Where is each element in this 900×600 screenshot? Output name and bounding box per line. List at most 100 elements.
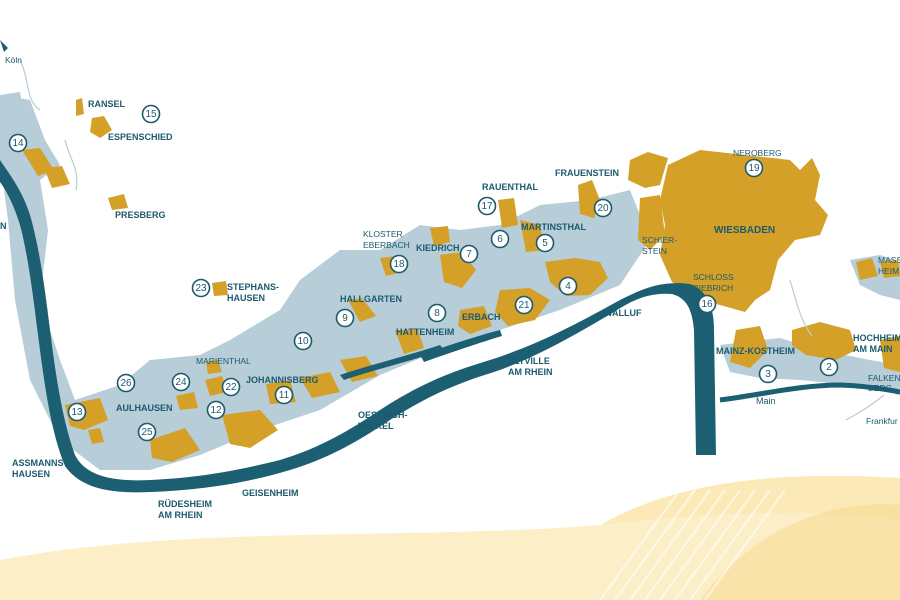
marker-number: 15 (145, 109, 157, 120)
label-frauenstein: FRAUENSTEIN (555, 168, 619, 178)
marker-circle (116, 373, 136, 393)
marker-18: 18 (389, 254, 409, 274)
marker-circle (335, 308, 355, 328)
label-hochheim-1: HOCHHEIM (853, 333, 900, 343)
marker-number: 2 (826, 362, 832, 373)
marker-13: 13 (67, 402, 87, 422)
label-geisenheim: GEISENHEIM (242, 488, 299, 498)
label-frankfurt: Frankfur (866, 416, 898, 426)
marker-number: 12 (210, 405, 222, 416)
marker-circle (137, 422, 157, 442)
label-ransel: RANSEL (88, 99, 126, 109)
marker-25: 25 (137, 422, 157, 442)
label-hallgarten: HALLGARTEN (340, 294, 402, 304)
marker-20: 20 (593, 198, 613, 218)
rivers (0, 40, 900, 493)
label-ruedesheim-2: AM RHEIN (158, 510, 203, 520)
marker-circle (274, 385, 294, 405)
label-wiesbaden: WIESBADEN (714, 225, 775, 236)
marker-10: 10 (293, 331, 313, 351)
label-kloster-2: EBERBACH (363, 240, 410, 250)
label-johannisberg: JOHANNISBERG (246, 375, 319, 385)
marker-circle (697, 294, 717, 314)
marker-number: 18 (393, 259, 405, 270)
marker-circle (427, 303, 447, 323)
marker-circle (67, 402, 87, 422)
marker-circle (558, 276, 578, 296)
marker-number: 22 (225, 382, 237, 393)
label-mass-2: HEIM (878, 266, 899, 276)
label-eltville-1: ELTVILLE (508, 356, 550, 366)
marker-circle (477, 196, 497, 216)
marker-circle (514, 295, 534, 315)
marker-number: 16 (701, 299, 713, 310)
label-stephanshausen-1: STEPHANS- (227, 282, 279, 292)
marker-circle (490, 229, 510, 249)
marker-circle (389, 254, 409, 274)
marker-number: 8 (434, 308, 440, 319)
marker-number: 24 (175, 377, 187, 388)
marker-number: 10 (297, 336, 309, 347)
label-kloster-1: KLOSTER (363, 229, 403, 239)
marker-5: 5 (535, 233, 555, 253)
marker-circle (8, 133, 28, 153)
label-schierstein-2: STEIN (642, 246, 667, 256)
label-biebrich-1: SCHLOSS (693, 272, 734, 282)
streams (19, 59, 885, 421)
vineyard-areas (22, 98, 900, 462)
marker-24: 24 (171, 372, 191, 392)
label-ruedesheim-1: RÜDESHEIM (158, 499, 212, 509)
marker-number: 5 (542, 238, 548, 249)
marker-number: 21 (518, 300, 530, 311)
place-labels: Köln RANSEL ESPENSCHIED PRESBERG STEPHAN… (0, 55, 900, 520)
marker-circle (758, 364, 778, 384)
marker-number: 26 (120, 378, 132, 389)
marker-17: 17 (477, 196, 497, 216)
label-marienthal: MARIENTHAL (196, 356, 251, 366)
marker-circle (191, 278, 211, 298)
marker-22: 22 (221, 377, 241, 397)
marker-9: 9 (335, 308, 355, 328)
marker-circle (819, 357, 839, 377)
label-presberg: PRESBERG (115, 210, 166, 220)
label-koeln: Köln (5, 55, 22, 65)
marker-21: 21 (514, 295, 534, 315)
marker-number: 11 (279, 390, 290, 401)
marker-23: 23 (191, 278, 211, 298)
marker-circle (141, 104, 161, 124)
label-hattenheim: HATTENHEIM (396, 327, 454, 337)
marker-number: 14 (12, 138, 24, 149)
marker-number: 3 (765, 369, 771, 380)
marker-circle (593, 198, 613, 218)
label-neroberg: NEROBERG (733, 148, 782, 158)
marker-circle (293, 331, 313, 351)
label-aulhausen: AULHAUSEN (116, 403, 173, 413)
label-martinsthal: MARTINSTHAL (521, 222, 586, 232)
marker-6: 6 (490, 229, 510, 249)
label-espenschied: ESPENSCHIED (108, 132, 173, 142)
label-biebrich-2: BIEBRICH (693, 283, 733, 293)
decorative-waves (0, 475, 900, 600)
label-oestrich-2: WINKEL (358, 421, 394, 431)
label-schierstein-1: SCHIER- (642, 235, 677, 245)
marker-number: 25 (141, 427, 153, 438)
marker-19: 19 (744, 158, 764, 178)
label-falkenberg-1: FALKEN- (868, 373, 900, 383)
marker-12: 12 (206, 400, 226, 420)
numbered-markers: 2345678910111213141516171819202122232425… (8, 104, 839, 442)
label-erbach: ERBACH (462, 312, 501, 322)
label-oestrich-1: OESTRICH- (358, 410, 408, 420)
label-main: Main (756, 396, 776, 406)
label-eltville-2: AM RHEIN (508, 367, 553, 377)
marker-11: 11 (274, 385, 294, 405)
marker-number: 13 (71, 407, 83, 418)
rhein-river (0, 160, 716, 493)
marker-number: 19 (748, 163, 760, 174)
marker-26: 26 (116, 373, 136, 393)
label-rhein-1: Rhein (398, 369, 422, 379)
label-walluf: WALLUF (604, 308, 642, 318)
marker-4: 4 (558, 276, 578, 296)
label-assmannshausen-1: ASSMANNS- (12, 458, 67, 468)
marker-circle (535, 233, 555, 253)
